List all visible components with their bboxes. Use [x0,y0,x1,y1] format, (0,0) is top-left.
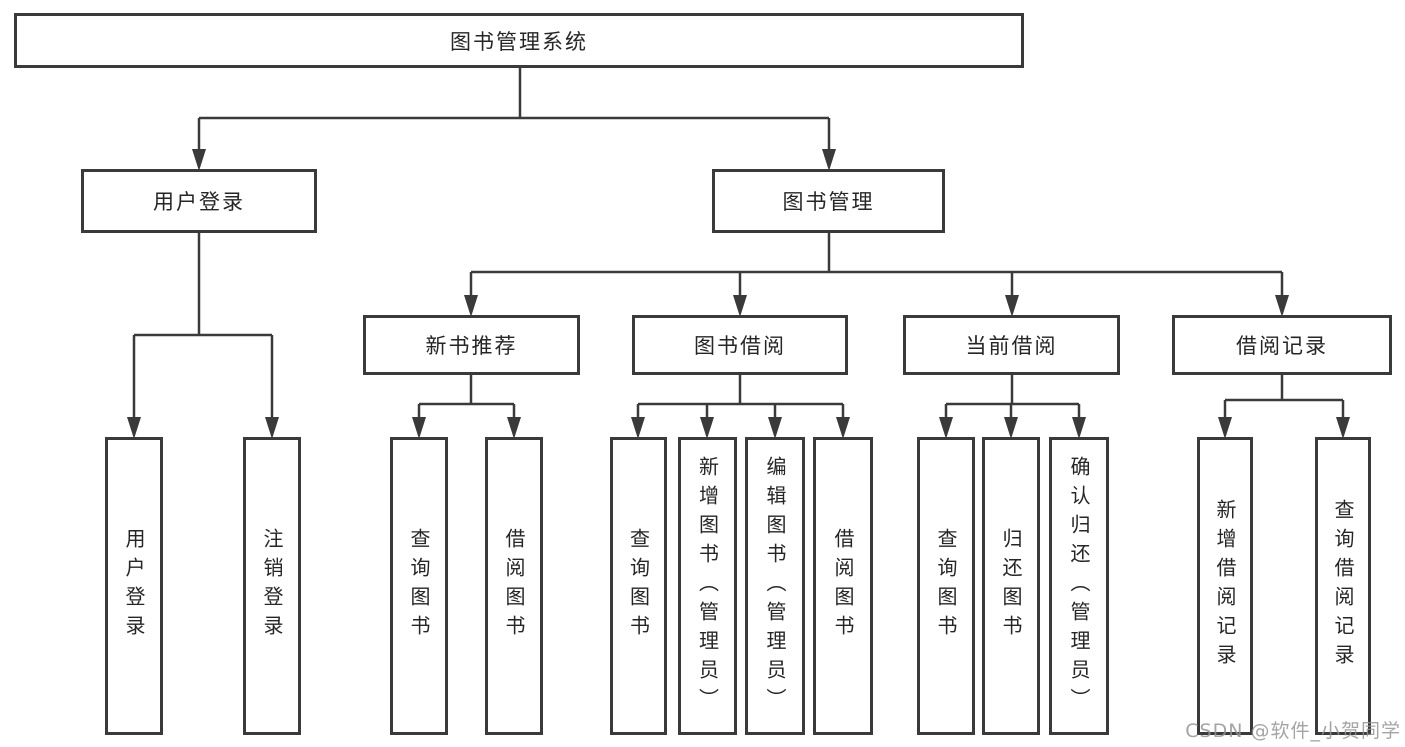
node-label: 新增借阅记录 [1213,499,1237,673]
arrowhead-icons [127,149,1350,439]
node-label: 用户登录 [153,190,245,214]
leaf-logout: 注销登录 [243,437,301,735]
node-label: 新增图书（管理员） [695,455,720,717]
node-borrow-record: 借阅记录 [1172,315,1392,375]
node-label: 当前借阅 [965,334,1058,358]
leaf-borrow-books: 借阅图书 [813,437,873,735]
leaf-add-borrow-record: 新增借阅记录 [1197,437,1253,735]
node-book-borrow: 图书借阅 [632,315,848,375]
node-label: 新书推荐 [425,334,518,358]
leaf-edit-books-admin: 编辑图书（管理员） [745,437,805,735]
node-label: 查询图书 [407,528,431,644]
leaf-add-books-admin: 新增图书（管理员） [678,437,737,735]
leaf-confirm-return-admin: 确认归还（管理员） [1049,437,1109,735]
node-new-book-recommend: 新书推荐 [363,315,580,375]
node-label: 编辑图书（管理员） [763,455,787,717]
leaf-query-books-current: 查询图书 [917,437,975,735]
node-label: 图书管理系统 [450,29,588,54]
node-label: 查询图书 [626,528,651,644]
leaf-query-borrow-record: 查询借阅记录 [1315,437,1371,735]
node-label: 图书管理 [782,190,875,214]
node-user-login: 用户登录 [81,169,317,233]
node-current-borrow: 当前借阅 [903,315,1120,375]
node-label: 确认归还（管理员） [1067,455,1091,717]
node-label: 查询图书 [934,528,958,644]
node-label: 查询借阅记录 [1331,499,1355,673]
node-book-management: 图书管理 [712,169,945,233]
node-label: 借阅记录 [1236,334,1328,358]
node-root-system: 图书管理系统 [14,13,1024,68]
leaf-query-books-borrow: 查询图书 [610,437,667,735]
node-label: 图书借阅 [694,334,786,358]
node-label: 注销登录 [260,528,284,644]
node-label: 借阅图书 [502,528,526,644]
leaf-query-books-recommend: 查询图书 [390,437,448,735]
node-label: 借阅图书 [831,528,855,644]
leaf-user-login: 用户登录 [105,437,163,735]
csdn-watermark: CSDN @软件_小贺同学 [1185,720,1401,742]
node-label: 用户登录 [122,528,146,644]
leaf-borrow-books-recommend: 借阅图书 [485,437,543,735]
leaf-return-books: 归还图书 [982,437,1040,735]
node-label: 归还图书 [999,528,1023,644]
